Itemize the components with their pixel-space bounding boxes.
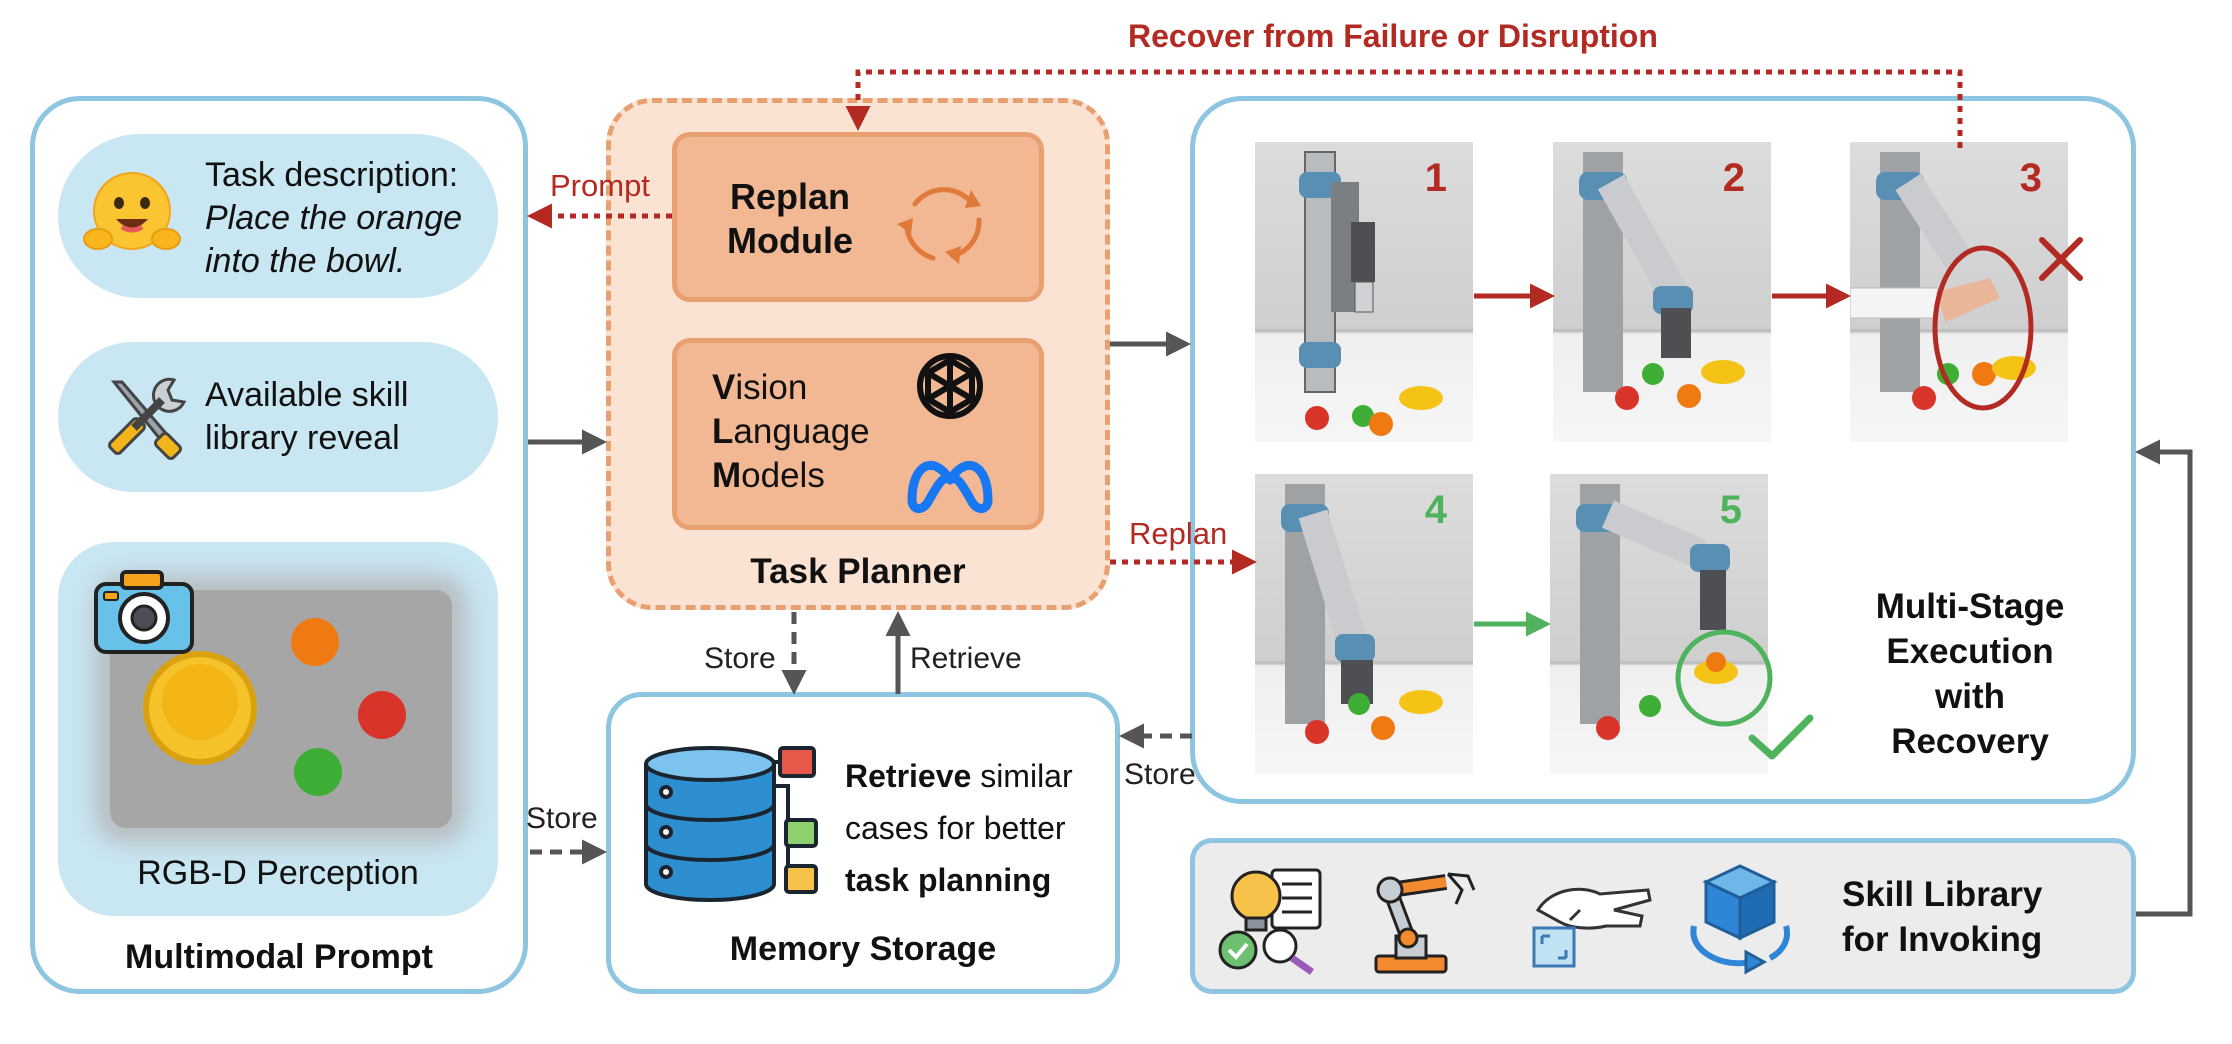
green-check-icon: [1748, 714, 1814, 760]
skill-library-title: Skill Library for Invoking: [1842, 872, 2042, 962]
memory-similar: similar: [971, 758, 1073, 794]
hugging-face-icon: [83, 172, 181, 250]
vlm-box: [672, 338, 1044, 530]
memory-line1: Retrieve similar: [845, 758, 1073, 795]
skill-reveal-line1: Available skill: [205, 376, 409, 414]
vlm-initial-v: V: [712, 368, 736, 407]
task-description-label: Task description:: [205, 156, 459, 194]
grasp-hand-icon: [1532, 887, 1652, 968]
multimodal-prompt-title: Multimodal Prompt: [125, 938, 433, 976]
vlm-line2: Language: [712, 412, 870, 452]
step-photo-5: 5: [1550, 474, 1768, 774]
step-photo-2: 2: [1553, 142, 1771, 442]
skill-library-panel: [1190, 838, 2136, 994]
rgbd-image: [110, 590, 452, 828]
failure-ellipse: [1932, 245, 2034, 411]
execution-title-line4: Recovery: [1891, 722, 2049, 761]
task-description-line1: Place the orange: [205, 199, 463, 237]
step-number-2: 2: [1722, 156, 1745, 200]
step-number-4: 4: [1424, 488, 1447, 532]
replan-label: Replan: [1129, 516, 1228, 551]
tools-icon: [108, 377, 187, 460]
database-icon: [644, 746, 818, 902]
red-cross-icon: [2039, 237, 2083, 281]
skill-library-title-line2: for Invoking: [1842, 920, 2043, 959]
memory-line3: task planning: [845, 862, 1052, 898]
memory-storage-title: Memory Storage: [729, 930, 997, 968]
vlm-initial-m: M: [712, 456, 742, 495]
task-planner-title: Task Planner: [750, 552, 966, 591]
step-photo-4: 4: [1255, 474, 1473, 774]
camera-icon: [94, 570, 194, 654]
cube-rotate-icon: [1690, 864, 1790, 975]
memory-retrieve-bold: Retrieve: [845, 758, 972, 794]
success-circle: [1675, 629, 1773, 727]
meta-logo-icon: [907, 460, 993, 513]
retrieve-label: Retrieve: [910, 642, 1022, 675]
execution-title: Multi-Stage Execution with Recovery: [1820, 584, 2120, 764]
store-mm-label: Store: [526, 802, 598, 835]
task-description-line2: into the bowl.: [205, 242, 406, 280]
skill-reveal-line2: library reveal: [205, 419, 400, 457]
robot-arm-icon: [1374, 872, 1476, 974]
rgbd-perception-label: RGB-D Perception: [137, 854, 419, 892]
execution-title-line3: with: [1935, 677, 2005, 716]
skill-library-pill: [58, 342, 498, 492]
memory-line2: cases for better: [845, 810, 1066, 846]
vlm-rest-odels: odels: [741, 456, 825, 495]
store-down-label: Store: [704, 642, 776, 675]
skill-library-title-line1: Skill Library: [1842, 875, 2043, 914]
replan-module-line1: Replan: [729, 176, 851, 217]
execution-title-line2: Execution: [1886, 632, 2054, 671]
replan-module-line2: Module: [727, 220, 853, 261]
vlm-line1: Vision: [712, 368, 807, 408]
step-number-5: 5: [1719, 488, 1742, 532]
step-photo-3: 3: [1850, 142, 2068, 442]
step-number-3: 3: [2019, 156, 2042, 200]
idea-checklist-icon: [1218, 868, 1322, 975]
vlm-rest-ision: ision: [735, 368, 808, 407]
openai-logo-icon: [917, 353, 983, 419]
cycle-arrows-icon: [897, 187, 982, 264]
skill-to-execution-arrow: [2135, 439, 2193, 917]
prompt-label: Prompt: [550, 168, 650, 203]
store-left-label: Store: [1124, 758, 1196, 791]
vlm-line3: Models: [712, 456, 825, 496]
vlm-rest-anguage: anguage: [733, 412, 870, 451]
step-number-1: 1: [1424, 156, 1447, 200]
vlm-initial-l: L: [712, 412, 734, 451]
execution-title-line1: Multi-Stage: [1875, 587, 2065, 626]
recover-label: Recover from Failure or Disruption: [1128, 18, 1658, 54]
replan-module-box: [672, 132, 1044, 302]
step-photo-1: 1: [1255, 142, 1473, 442]
